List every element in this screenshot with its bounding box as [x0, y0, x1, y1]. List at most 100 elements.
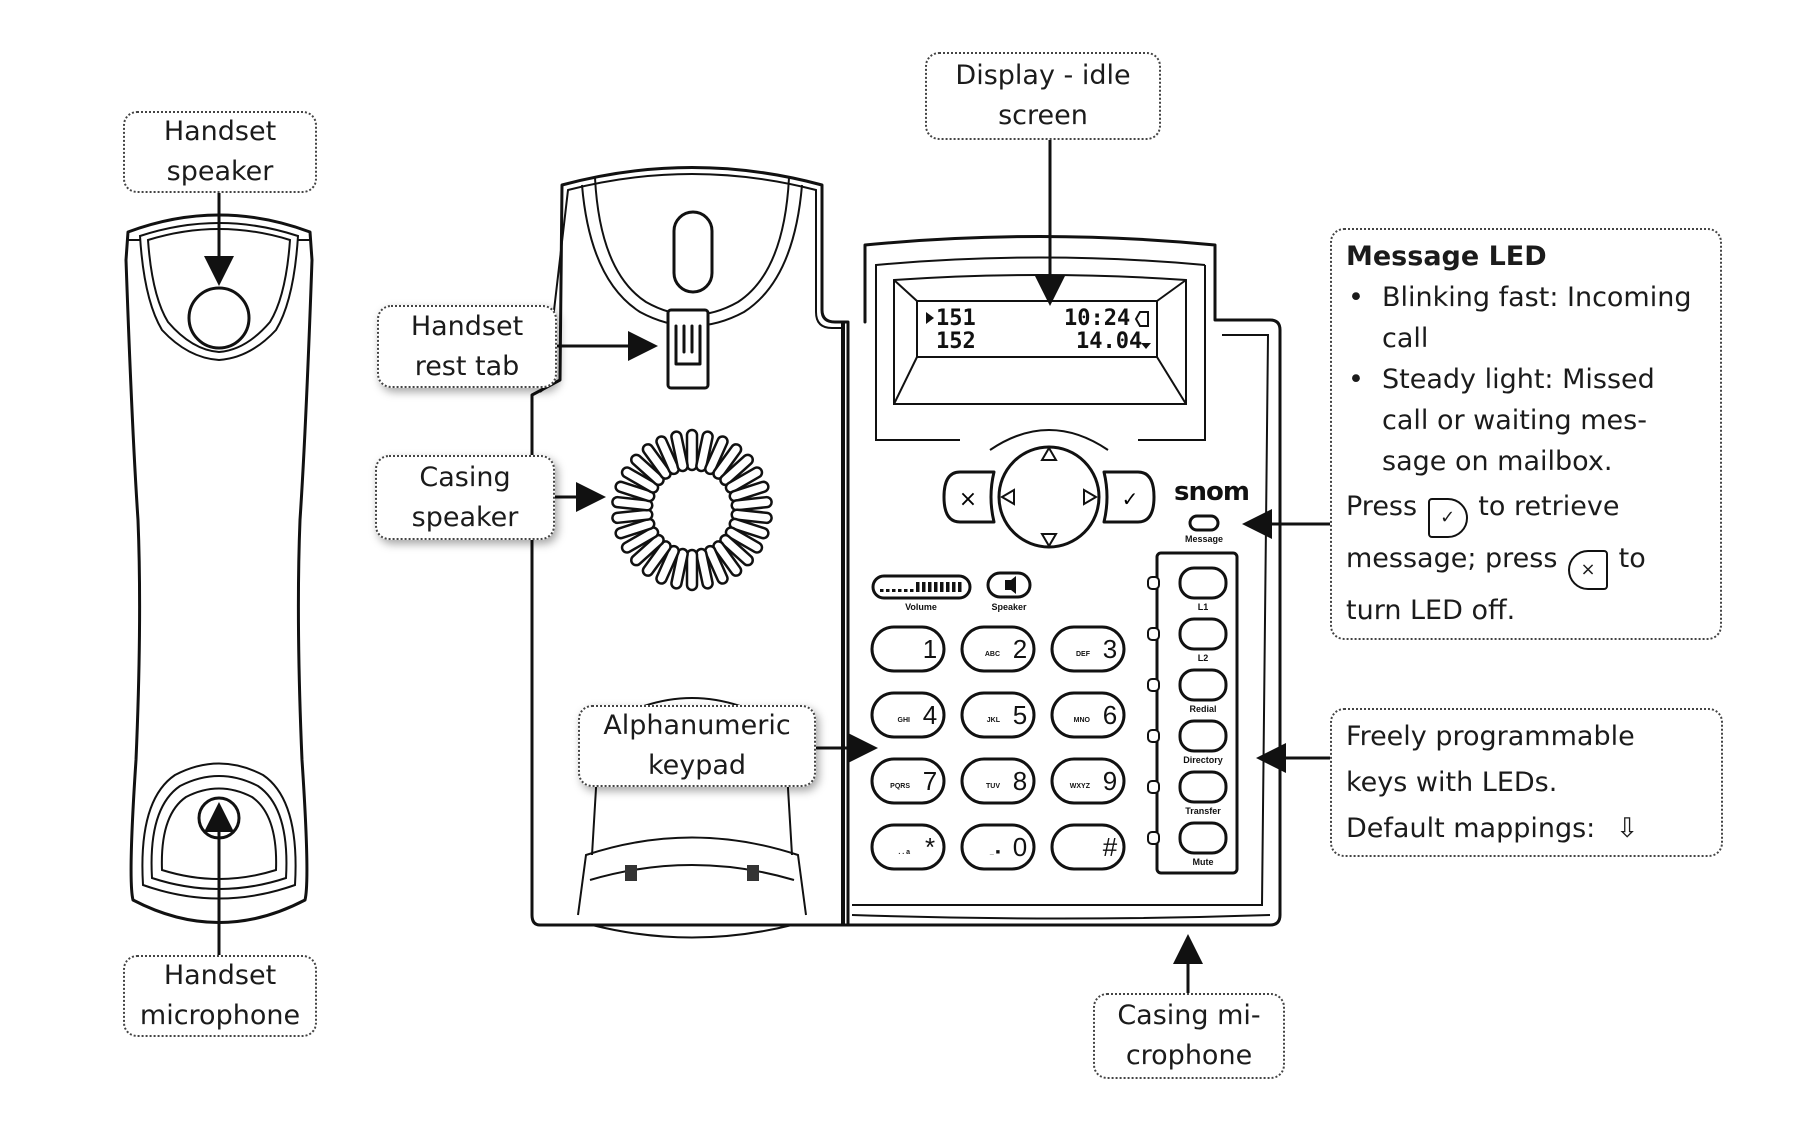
nav-up-icon[interactable]: [1040, 446, 1058, 461]
speaker-key[interactable]: [986, 571, 1032, 599]
speaker-grille-slot: [641, 540, 672, 577]
keypad-digit: 5: [1013, 700, 1027, 730]
handset-mouthpiece-rim-inner: [150, 775, 288, 890]
press-mid-text: to retrieve message; press: [1346, 491, 1620, 574]
function-key-l1[interactable]: L1: [1147, 566, 1228, 612]
function-key-button[interactable]: [1178, 566, 1228, 600]
keypad-letters: GHI: [898, 717, 911, 724]
keypad-key-outline[interactable]: [1050, 691, 1126, 739]
function-key-transfer[interactable]: Transfer: [1147, 770, 1228, 816]
keypad-letters: PQRS: [890, 783, 910, 790]
function-key-panel: [1155, 551, 1239, 875]
message-led-title: Message LED: [1346, 241, 1547, 272]
down-arrow-icon: ⇩: [1615, 813, 1639, 844]
volume-bar: [928, 582, 932, 592]
function-key-led: [1147, 576, 1160, 590]
lcd-speaker-icon: [1134, 311, 1149, 327]
keypad-key-outline[interactable]: [870, 691, 946, 739]
cancel-key[interactable]: [942, 470, 996, 524]
keypad-key-outline[interactable]: [1050, 823, 1126, 871]
function-key-mute[interactable]: Mute: [1147, 821, 1228, 867]
keypad-digit: 3: [1103, 634, 1117, 664]
message-led[interactable]: [1188, 514, 1220, 532]
volume-bars: [880, 582, 962, 592]
keypad-key-outline[interactable]: [870, 823, 946, 871]
keypad-key-*[interactable]: *. . a: [870, 823, 946, 871]
handset-mouthpiece-rim: [141, 762, 297, 900]
lcd-row1-right: 10:24: [1064, 306, 1130, 331]
function-key-button[interactable]: [1178, 821, 1228, 855]
nav-right-icon[interactable]: [1083, 488, 1098, 506]
keypad-letters: WXYZ: [1070, 783, 1091, 790]
message-led-bullet: Steady light: Missed call or waiting mes…: [1346, 359, 1706, 482]
speaker-grille-slot: [685, 428, 699, 472]
keypad-digit: 7: [923, 766, 937, 796]
callout-text-line: Handset: [163, 960, 277, 991]
callout-text-line: Handset: [163, 116, 277, 147]
function-key-button[interactable]: [1178, 668, 1228, 702]
programmable-line2: keys with LEDs.: [1346, 767, 1558, 798]
speaker-grille-slot: [614, 517, 656, 540]
speaker-grille-slot: [695, 547, 714, 590]
message-led-bullet: Blinking fast: Incoming call: [1346, 277, 1706, 359]
volume-key[interactable]: [871, 574, 972, 600]
keypad-digit: #: [1103, 832, 1118, 862]
lcd-row1-left: 151: [936, 306, 976, 331]
speaker-grille-slot: [685, 548, 699, 592]
handset-rest-tab: [666, 308, 710, 390]
function-key-button[interactable]: [1178, 617, 1228, 651]
nav-left-icon[interactable]: [1000, 488, 1015, 506]
rest-tab-slot: [674, 324, 702, 366]
function-key-button[interactable]: [1178, 719, 1228, 753]
keypad-key-outline[interactable]: [960, 691, 1036, 739]
volume-bar: [952, 582, 956, 592]
speaker-grille-slot: [670, 547, 689, 590]
keypad-digit: 9: [1103, 766, 1117, 796]
speaker-grille-slot: [670, 430, 689, 473]
keypad-key-outline[interactable]: [960, 823, 1036, 871]
volume-bar: [898, 589, 902, 592]
speaker-grille-slot: [730, 508, 773, 525]
lcd-row2-left: 152: [936, 329, 976, 354]
keypad-letters: TUV: [986, 783, 1000, 790]
display-bezel: [875, 265, 1206, 441]
keypad-key-0[interactable]: 0_ ■: [960, 823, 1036, 871]
speaker-label: Speaker: [991, 602, 1027, 612]
callout-casing-speaker: Casing speaker: [375, 455, 555, 540]
ok-key[interactable]: [1102, 470, 1156, 524]
programmable-line3: Default mappings: ⇩: [1346, 806, 1707, 852]
function-key-l2[interactable]: L2: [1147, 617, 1228, 663]
keypad-key-1[interactable]: 1: [870, 625, 946, 673]
keypad-panel-outline: [846, 235, 1282, 927]
keypad-key-outline[interactable]: [1050, 757, 1126, 805]
callout-handset-speaker: Handset speaker: [123, 111, 317, 193]
callout-text-line: screen: [998, 100, 1088, 131]
nav-surround: [989, 429, 1109, 451]
keypad-key-outline[interactable]: [870, 625, 946, 673]
keypad-key-outline[interactable]: [870, 757, 946, 805]
press-suffix-text: to turn LED off.: [1346, 543, 1646, 626]
speaker-grille-slot: [655, 435, 680, 476]
cradle-hook-slot: [672, 210, 714, 294]
keypad-key-outline[interactable]: [960, 757, 1036, 805]
message-led-info-box: Message LED Blinking fast: Incoming call…: [1330, 228, 1722, 640]
lcd-cursor-icon: [926, 312, 934, 324]
function-key-directory[interactable]: Directory: [1147, 719, 1228, 765]
function-key-label: Redial: [1189, 704, 1216, 714]
nav-down-icon[interactable]: [1040, 533, 1058, 548]
keypad-key-outline[interactable]: [960, 625, 1036, 673]
speaker-grille-slot: [641, 443, 672, 480]
keypad-key-outline[interactable]: [1050, 625, 1126, 673]
keypad-key-#[interactable]: #: [1050, 823, 1126, 871]
function-key-button[interactable]: [1178, 770, 1228, 804]
callout-display-idle-screen: Display - idle screen: [925, 52, 1161, 140]
function-key-redial[interactable]: Redial: [1147, 668, 1228, 714]
